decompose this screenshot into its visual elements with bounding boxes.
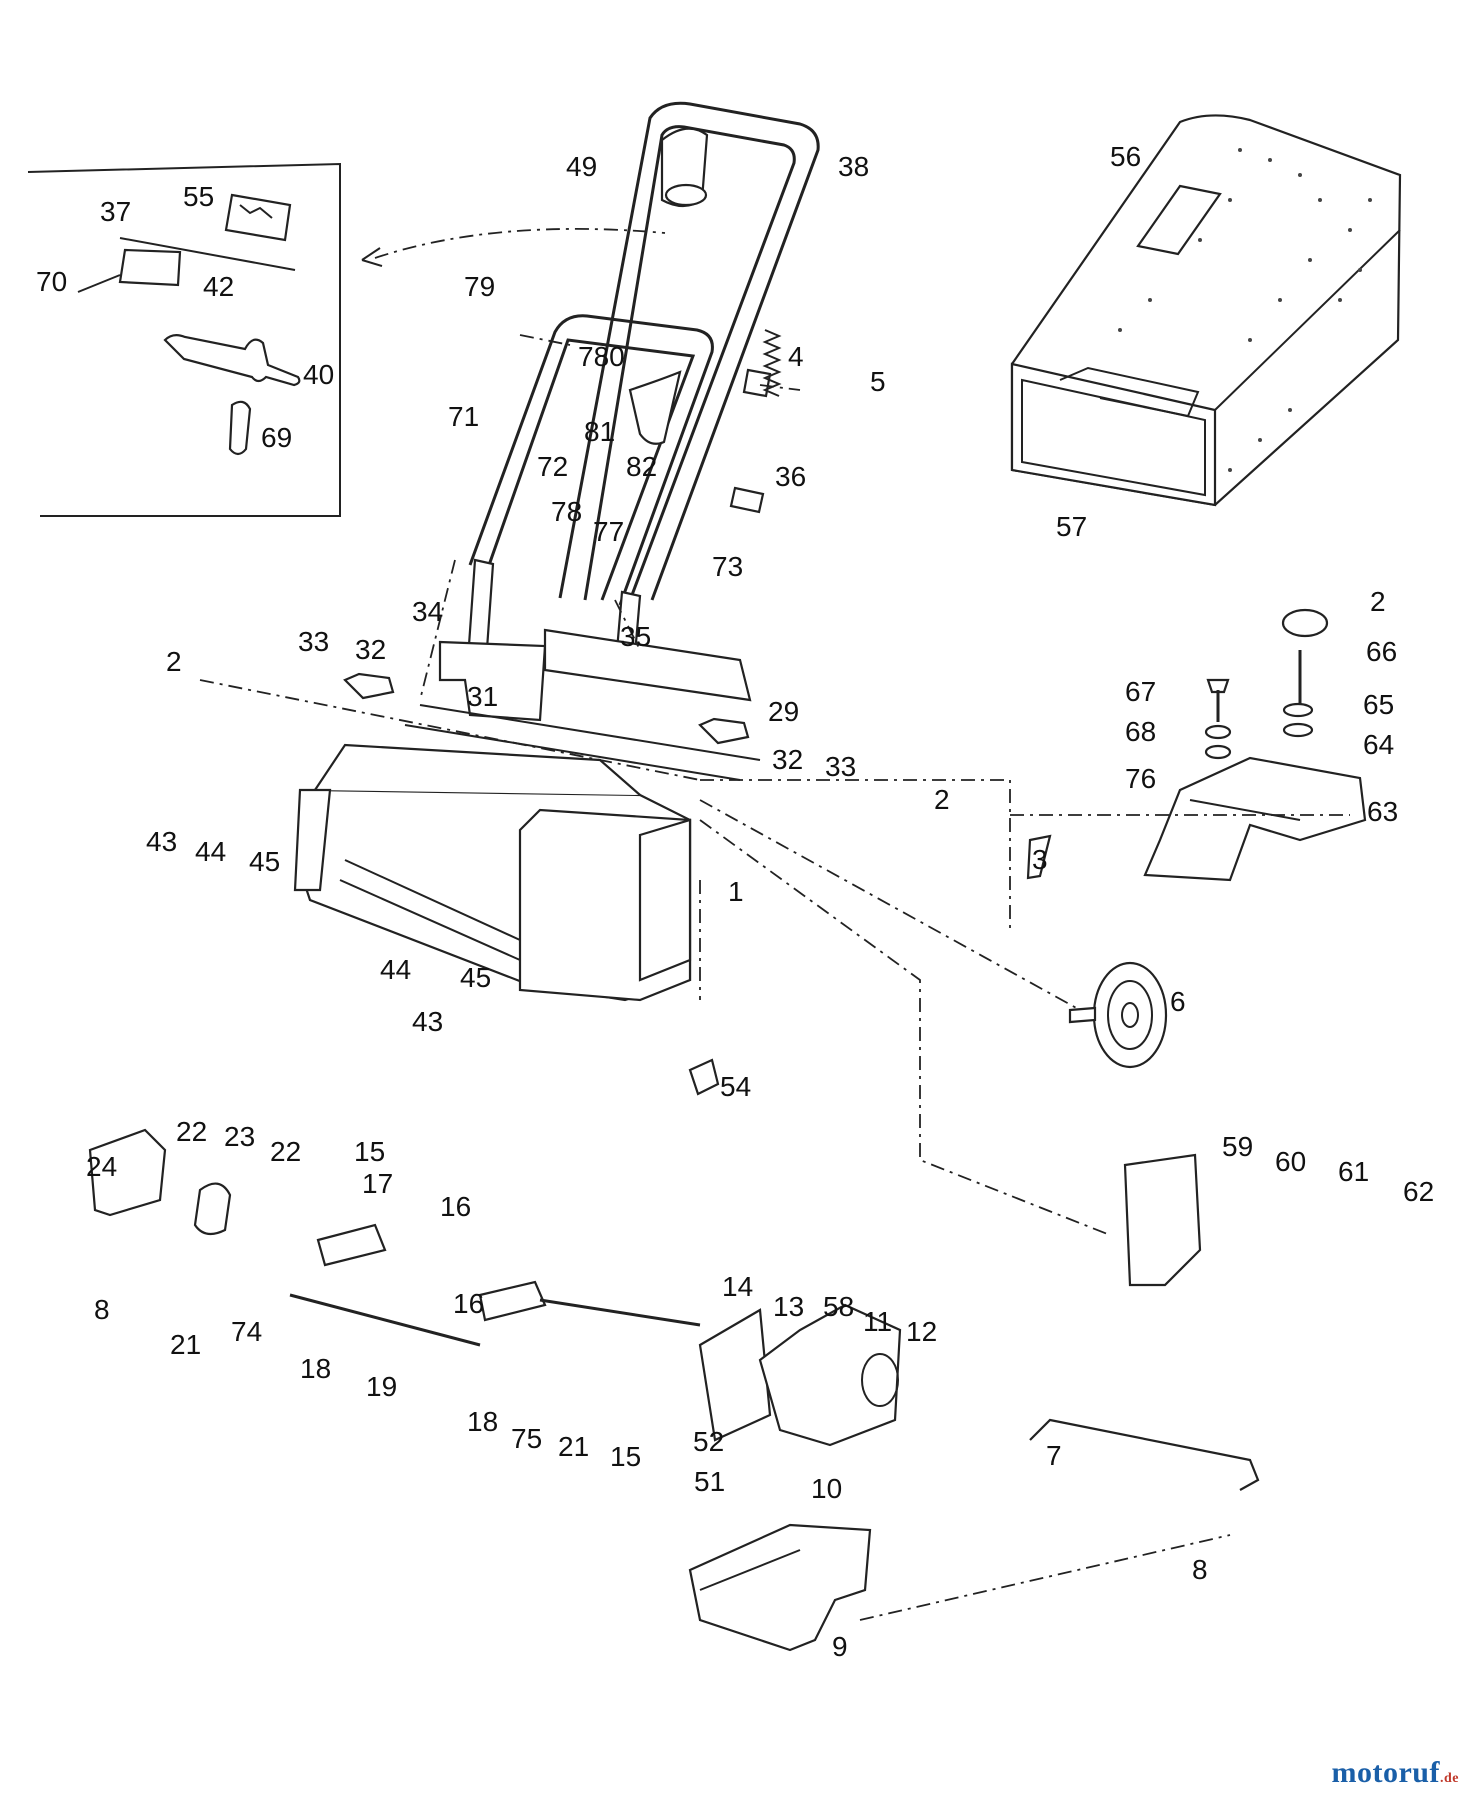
part-label: 75: [511, 1423, 542, 1454]
part-label: 44: [380, 954, 411, 985]
part-label: 15: [610, 1441, 641, 1472]
brand-name: motoruf: [1331, 1756, 1440, 1789]
part-label: 43: [146, 826, 177, 857]
part-label: 6: [1170, 986, 1186, 1017]
part-label: 40: [303, 359, 334, 390]
part-label: 58: [823, 1291, 854, 1322]
part-label: 13: [773, 1291, 804, 1322]
part-label: 16: [440, 1191, 471, 1222]
part-label: 780: [578, 341, 625, 372]
part-label: 9: [832, 1631, 848, 1662]
part-label: 56: [1110, 141, 1141, 172]
part-label: 76: [1125, 763, 1156, 794]
part-label: 12: [906, 1316, 937, 1347]
part-label: 34: [412, 596, 443, 627]
part-label: 59: [1222, 1131, 1253, 1162]
part-label: 67: [1125, 676, 1156, 707]
part-label: 73: [712, 551, 743, 582]
part-label: 32: [772, 744, 803, 775]
part-label: 22: [176, 1116, 207, 1147]
part-label: 23: [224, 1121, 255, 1152]
part-label: 44: [195, 836, 226, 867]
part-label: 4: [788, 341, 804, 372]
part-label: 72: [537, 451, 568, 482]
part-label: 52: [693, 1426, 724, 1457]
part-label: 60: [1275, 1146, 1306, 1177]
part-label: 32: [355, 634, 386, 665]
part-label: 42: [203, 271, 234, 302]
part-label: 29: [768, 696, 799, 727]
part-label: 54: [720, 1071, 751, 1102]
part-label: 35: [620, 621, 651, 652]
rear-cover: [1143, 608, 1367, 882]
part-label: 2: [934, 784, 950, 815]
part-label: 82: [626, 451, 657, 482]
part-label: 45: [460, 962, 491, 993]
part-label: 37: [100, 196, 131, 227]
part-label: 57: [1056, 511, 1087, 542]
part-label: 19: [366, 1371, 397, 1402]
part-label: 7: [1046, 1440, 1062, 1471]
part-label: 77: [593, 516, 624, 547]
grass-catcher: [1010, 114, 1402, 507]
part-label: 74: [231, 1316, 262, 1347]
part-label: 1: [728, 876, 744, 907]
part-label: 21: [558, 1431, 589, 1462]
deck-housing: [293, 628, 761, 1002]
part-label: 49: [566, 151, 597, 182]
part-label: 17: [362, 1168, 393, 1199]
part-label: 33: [825, 751, 856, 782]
part-label: 2: [1370, 586, 1386, 617]
part-label: 8: [94, 1294, 110, 1325]
part-label: 61: [1338, 1156, 1369, 1187]
part-label: 36: [775, 461, 806, 492]
motor-assembly: [88, 1128, 1260, 1652]
part-label: 64: [1363, 729, 1394, 760]
part-label: 10: [811, 1473, 842, 1504]
part-label: 66: [1366, 636, 1397, 667]
part-label: 22: [270, 1136, 301, 1167]
part-label: 24: [86, 1151, 117, 1182]
part-label: 18: [300, 1353, 331, 1384]
part-label: 65: [1363, 689, 1394, 720]
part-label: 14: [722, 1271, 753, 1302]
part-label: 51: [694, 1466, 725, 1497]
wheel-and-chute: [688, 834, 1202, 1287]
part-label: 55: [183, 181, 214, 212]
part-label: 68: [1125, 716, 1156, 747]
part-label: 45: [249, 846, 280, 877]
part-label: 69: [261, 422, 292, 453]
part-label: 16: [453, 1288, 484, 1319]
part-label: 31: [467, 681, 498, 712]
brand-watermark: motoruf.de: [1332, 1756, 1459, 1790]
part-label: 43: [412, 1006, 443, 1037]
part-label: 62: [1403, 1176, 1434, 1207]
part-label: 15: [354, 1136, 385, 1167]
part-label: 79: [464, 271, 495, 302]
part-label: 63: [1367, 796, 1398, 827]
part-label: 21: [170, 1329, 201, 1360]
part-label: 81: [584, 416, 615, 447]
leader-lines: [199, 334, 1350, 1621]
part-label: 5: [870, 366, 886, 397]
handle-assembly: [467, 101, 820, 668]
part-label: 78: [551, 496, 582, 527]
part-label: 33: [298, 626, 329, 657]
part-labels: 49 38 56 37 55 42 70 40 69 79 780 4 5 71…: [36, 141, 1434, 1662]
inset-detail-box: [27, 162, 666, 517]
part-label: 2: [166, 646, 182, 677]
part-label: 18: [467, 1406, 498, 1437]
part-label: 70: [36, 266, 67, 297]
part-label: 3: [1032, 844, 1048, 875]
part-label: 8: [1192, 1554, 1208, 1585]
part-label: 38: [838, 151, 869, 182]
part-label: 71: [448, 401, 479, 432]
part-label: 11: [863, 1306, 892, 1337]
brand-tld: .de: [1440, 1771, 1459, 1786]
